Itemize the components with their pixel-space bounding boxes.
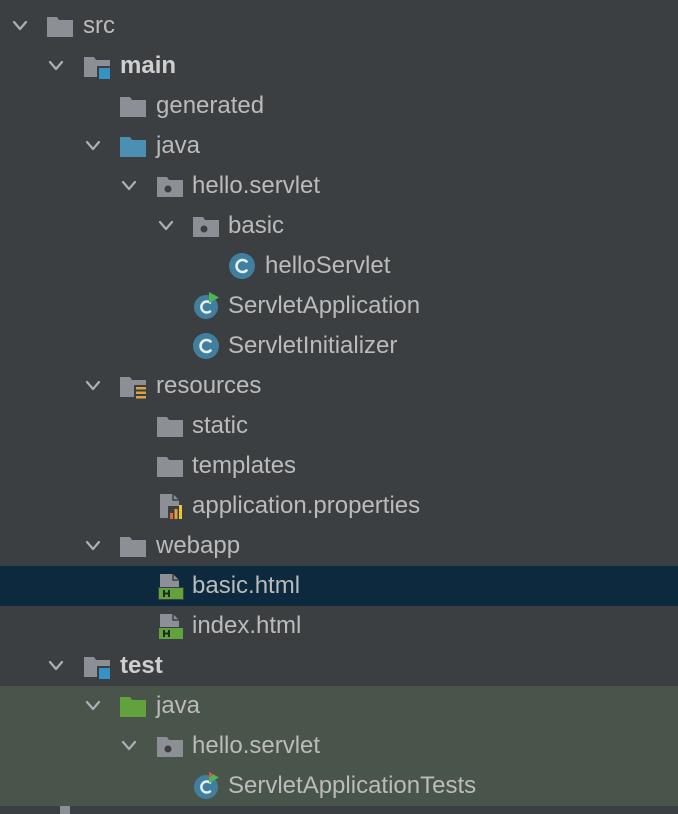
tree-label: ServletInitializer [228,332,398,359]
tree-label: application.properties [192,492,421,519]
chevron-down-icon[interactable] [10,16,30,36]
chevron-down-icon[interactable] [83,376,103,396]
tree-row-webapp[interactable]: webapp [0,526,678,566]
html-file-icon [156,612,184,640]
tree-label: hello.servlet [192,172,321,199]
tree-row-test[interactable]: test [0,646,678,686]
tree-row-java-main[interactable]: java [0,126,678,166]
chevron-down-icon[interactable] [46,56,66,76]
tree-label: test [120,652,163,679]
chevron-down-icon[interactable] [119,176,139,196]
properties-file-icon [156,492,184,520]
folder-icon [119,532,147,560]
tree-row-application-properties[interactable]: application.properties [0,486,678,526]
tree-row-helloservlet[interactable]: helloServlet [0,246,678,286]
tree-row-servlet-application[interactable]: ServletApplication [0,286,678,326]
tree-row-servlet-application-tests[interactable]: ServletApplicationTests [0,766,678,806]
package-icon [156,732,184,760]
folder-icon [156,412,184,440]
tree-row-resources[interactable]: resources [0,366,678,406]
tree-label: main [120,52,177,79]
chevron-down-icon[interactable] [156,216,176,236]
tree-row-main[interactable]: main [0,46,678,86]
tree-label: java [156,132,201,159]
resources-folder-icon [119,372,147,400]
chevron-down-icon[interactable] [83,136,103,156]
tree-label: static [192,412,249,439]
tree-label: resources [156,372,262,399]
tree-row-java-test[interactable]: java [0,686,678,726]
chevron-down-icon[interactable] [119,736,139,756]
folder-icon [119,92,147,120]
tree-row-basic-html[interactable]: basic.html [0,566,678,606]
tree-label: ServletApplicationTests [228,772,477,799]
chevron-down-icon[interactable] [83,696,103,716]
folder-icon [156,452,184,480]
tree-row-index-html[interactable]: index.html [0,606,678,646]
module-folder-icon [83,652,111,680]
tree-row-servlet-initializer[interactable]: ServletInitializer [0,326,678,366]
tree-row-static[interactable]: static [0,406,678,446]
tree-label: helloServlet [265,252,391,279]
test-source-folder-icon [119,692,147,720]
chevron-down-icon[interactable] [46,656,66,676]
tree-label: index.html [192,612,302,639]
tree-label: ServletApplication [228,292,421,319]
test-class-icon [192,772,220,800]
package-icon [192,212,220,240]
tree-label: generated [156,92,265,119]
tree-label: java [156,692,201,719]
module-folder-icon [83,52,111,80]
chevron-down-icon[interactable] [83,536,103,556]
tree-label: hello.servlet [192,732,321,759]
tree-row-hello-servlet-test[interactable]: hello.servlet [0,726,678,766]
tree-label: templates [192,452,297,479]
partial-folder-icon [60,806,70,814]
html-file-icon [156,572,184,600]
tree-row-generated[interactable]: generated [0,86,678,126]
java-class-icon [228,252,256,280]
tree-label: src [83,12,115,39]
tree-row-basic-package[interactable]: basic [0,206,678,246]
package-icon [156,172,184,200]
runnable-class-icon [192,292,220,320]
tree-label: webapp [156,532,241,559]
folder-icon [46,12,74,40]
tree-label: basic [228,212,285,239]
tree-row-templates[interactable]: templates [0,446,678,486]
tree-row-src[interactable]: src [0,6,678,46]
source-folder-icon [119,132,147,160]
tree-row-hello-servlet-main[interactable]: hello.servlet [0,166,678,206]
java-class-icon [192,332,220,360]
tree-label: basic.html [192,572,301,599]
